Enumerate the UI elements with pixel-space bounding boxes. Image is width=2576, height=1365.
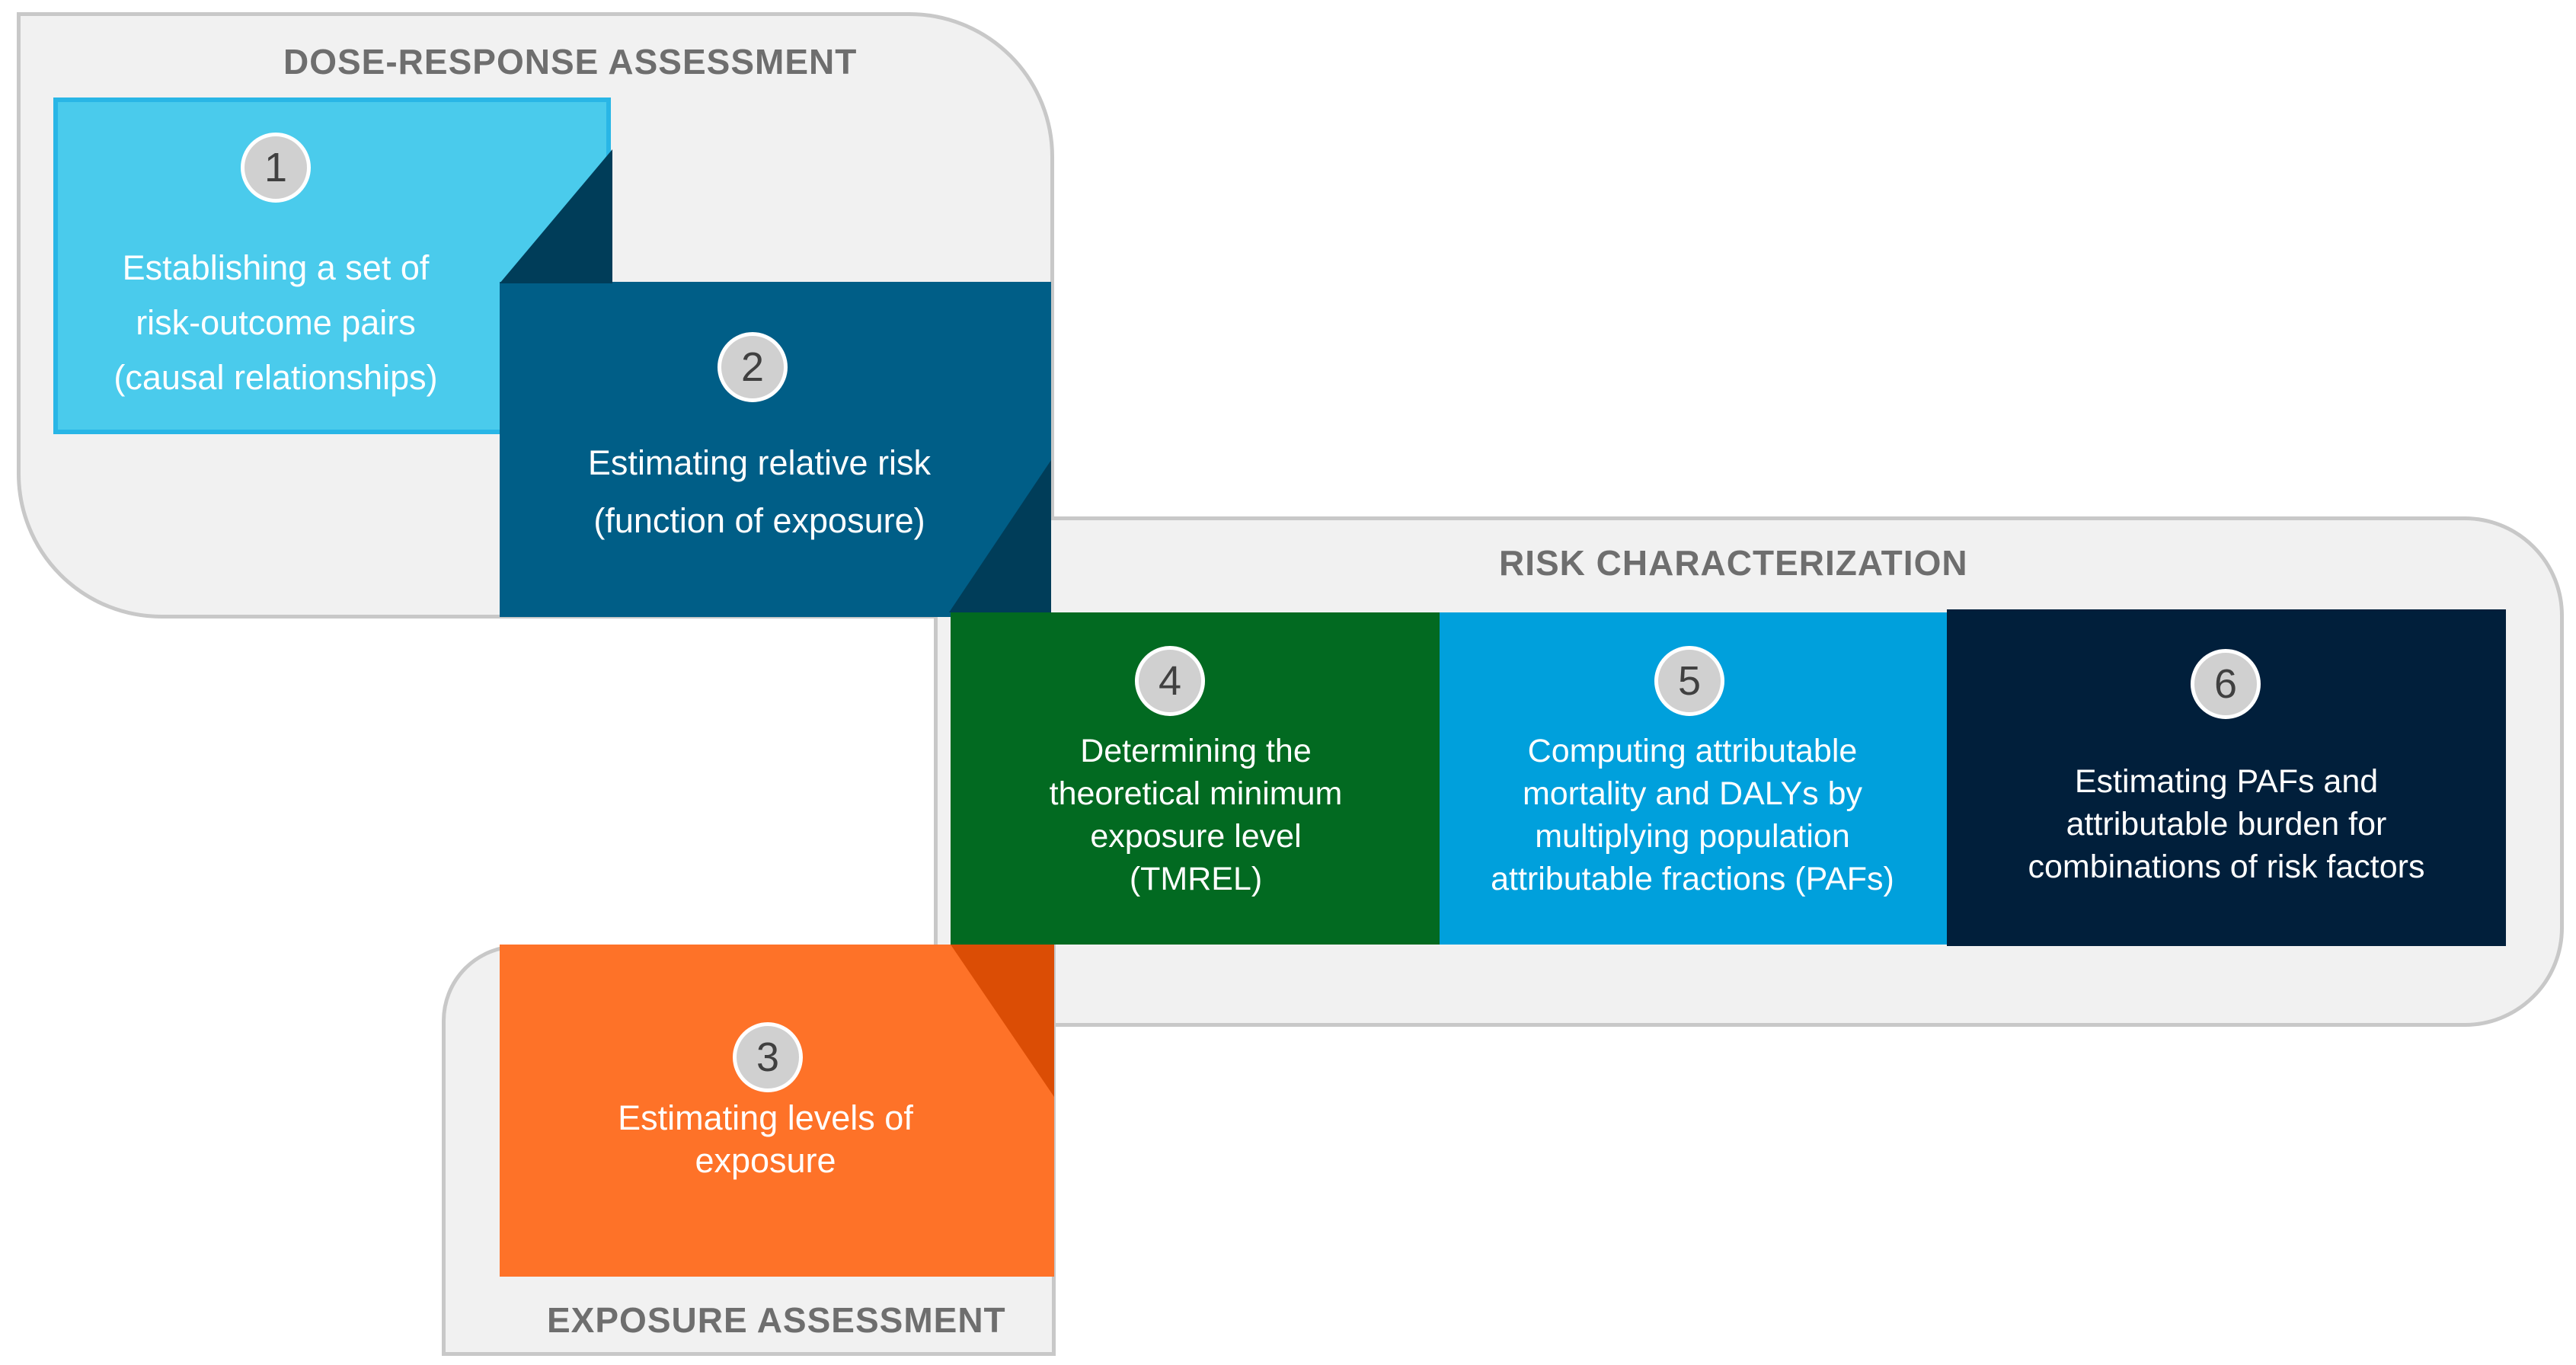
step-1-number-badge: 1 <box>241 133 311 203</box>
step-3-number-badge: 3 <box>733 1022 803 1092</box>
risk-characterization-title: RISK CHARACTERIZATION <box>1499 543 1968 583</box>
step-4-number-badge: 4 <box>1135 646 1205 716</box>
step-2-number-badge: 2 <box>718 332 788 402</box>
step-3-description: Estimating levels of exposure <box>618 1098 913 1180</box>
exposure-assessment-title: EXPOSURE ASSESSMENT <box>547 1300 1006 1340</box>
step-4-description: Determining the theoretical minimum expo… <box>1049 733 1343 897</box>
fold-corner-1 <box>500 149 612 283</box>
step-3-box <box>500 945 1054 1277</box>
step-1-description: Establishing a set of risk-outcome pairs… <box>113 248 438 397</box>
step-2-description: Estimating relative risk (function of ex… <box>587 443 932 540</box>
fold-corner-3 <box>951 945 1054 1097</box>
step-2-box <box>500 282 1051 617</box>
step-6-number-badge: 6 <box>2191 649 2261 719</box>
step-5-number-badge: 5 <box>1654 646 1724 716</box>
step-6-description: Estimating PAFs and attributable burden … <box>2028 763 2425 885</box>
step-5-description: Computing attributable mortality and DAL… <box>1491 733 1894 897</box>
dose-response-title: DOSE-RESPONSE ASSESSMENT <box>283 42 858 82</box>
fold-corner-2 <box>949 460 1051 612</box>
